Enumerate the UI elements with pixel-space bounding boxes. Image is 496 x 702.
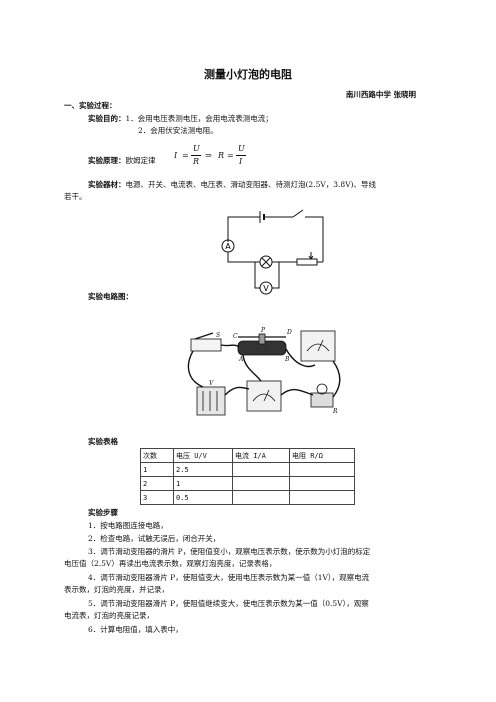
rheostat-slider-block <box>258 333 266 345</box>
fraction-bar-2 <box>236 155 246 156</box>
wire-top-right <box>305 216 324 262</box>
wire-5 <box>285 348 316 368</box>
formula-eq-2: = <box>227 151 234 160</box>
voltmeter-box <box>300 330 336 362</box>
step-2: 2．检查电路，试触无误后，闭合开关， <box>88 534 221 543</box>
ohm-formula: I = U R ⇒ R = U I <box>174 144 254 168</box>
table-header-row: 次数 电压 U/V 电流 I/A 电阻 R/Ω <box>140 448 355 463</box>
table-cell: 0.5 <box>173 490 233 505</box>
wire-2 <box>220 344 240 348</box>
wire-top-left <box>227 216 260 242</box>
table-cell: 3 <box>140 490 174 505</box>
wire-7 <box>242 354 262 382</box>
step-4-line-1: 4．调节滑动变阻器滑片 P，使阻值变大，使用电压表示数为某一值（1V），观察电流 <box>88 573 370 582</box>
ammeter-box <box>246 380 282 412</box>
label-p: P <box>260 327 266 334</box>
table-cell <box>232 462 290 477</box>
voltmeter-scale <box>306 343 330 352</box>
equipment-line-1: 实验器材：电源、开关、电流表、电压表、滑动变阻器、待测灯泡(2.5V，3.8V)… <box>88 180 376 190</box>
section-heading: 一、实验过程： <box>64 101 117 110</box>
table-cell: 1 <box>173 476 233 491</box>
battery-box <box>196 386 226 416</box>
ammeter-needle <box>263 389 270 402</box>
principle-text: 欧姆定律 <box>125 156 156 165</box>
data-table: 次数 电压 U/V 电流 I/A 电阻 R/Ω 1 2.5 2 1 3 0.5 <box>140 448 355 505</box>
formula-u-1: U <box>193 144 200 153</box>
table-row: 2 1 <box>140 476 355 491</box>
fraction-bar-1 <box>191 155 201 156</box>
voltmeter-symbol: V <box>263 284 269 293</box>
formula-arrow: ⇒ <box>205 151 212 160</box>
table-header-cell: 电压 U/V <box>173 448 233 463</box>
step-3-line-1: 3．调节滑动变阻器的滑片 P，使阻值变小，观察电压表示数，使示数为小灯泡的标定 <box>88 547 371 556</box>
steps-label: 实验步骤 <box>88 508 118 517</box>
equipment-text-1: 电源、开关、电流表、电压表、滑动变阻器、待测灯泡(2.5V，3.8V)、导线 <box>125 180 377 189</box>
label-c: C <box>233 333 238 340</box>
purpose-label: 实验目的： <box>88 114 126 123</box>
switch-base <box>190 338 222 352</box>
table-cell <box>289 476 355 491</box>
step-1: 1．按电路图连接电路， <box>88 521 168 530</box>
purpose-text-2: 2．会用伏安法测电阻。 <box>138 126 218 135</box>
formula-eq-1: = <box>182 151 189 160</box>
table-cell <box>289 490 355 505</box>
label-r: R <box>332 408 338 415</box>
page-title: 测量小灯泡的电阻 <box>204 68 292 81</box>
table-header-cell: 电阻 R/Ω <box>289 448 355 463</box>
author-line: 南川西路中学 张晓明 <box>345 90 416 99</box>
table-label: 实验表格 <box>88 437 118 446</box>
purpose-line-1: 实验目的：1．会用电压表测电压，会用电流表测电流； <box>88 114 273 124</box>
purpose-text-1: 1．会用电压表测电压，会用电流表测电流； <box>125 114 273 123</box>
lamp-bulb <box>316 383 328 395</box>
formula-r-2: R <box>218 151 225 160</box>
table-cell <box>232 476 290 491</box>
step-5-line-2: 电流表，灯泡的亮度记录， <box>64 611 154 620</box>
wire-3 <box>224 386 250 396</box>
principle-line: 实验原理：欧姆定律 <box>88 156 156 166</box>
circuit-diagram: A V <box>221 209 324 295</box>
formula-i-2: I <box>239 157 243 166</box>
table-header-cell: 次数 <box>140 448 174 463</box>
step-3-line-2: 电压值（2.5V）再读出电流表示数，观察灯泡亮度，记录表格， <box>64 559 277 568</box>
table-cell: 1 <box>140 462 174 477</box>
label-s: S <box>216 332 220 339</box>
lamp-cross-2 <box>261 257 271 267</box>
voltmeter-needle <box>317 339 324 352</box>
table-cell <box>289 462 355 477</box>
wire-4 <box>280 388 314 396</box>
table-row: 1 2.5 <box>140 462 355 477</box>
step-5-line-1: 5．调节滑动变阻器滑片 P，使阻值继续变大，使电压表示数为某一值（0.5V），观… <box>88 599 369 608</box>
table-cell: 2.5 <box>173 462 233 477</box>
label-d: D <box>286 329 292 336</box>
step-4-line-2: 表示数，灯泡的亮度，并记录， <box>64 585 169 594</box>
wire-left-bottom <box>227 252 260 263</box>
table-cell <box>232 490 290 505</box>
switch-blade <box>292 209 304 218</box>
step-6: 6．计算电阻值，填入表中， <box>88 625 183 634</box>
table-cell: 2 <box>140 476 174 491</box>
wire-6 <box>332 360 341 398</box>
lamp-base <box>310 392 334 408</box>
formula-r-1: R <box>193 157 200 166</box>
rheostat-arrow <box>308 255 314 260</box>
switch-lever <box>194 332 214 340</box>
wire-voltmeter-left <box>254 262 260 289</box>
wire-1 <box>187 350 204 388</box>
apparatus-photo: S C P D A B R V <box>187 327 341 416</box>
principle-label: 实验原理： <box>88 156 126 165</box>
label-a: A <box>238 356 244 363</box>
circuit-label: 实验电路图： <box>88 292 133 301</box>
table-row: 3 0.5 <box>140 490 355 505</box>
ammeter-scale <box>252 393 276 402</box>
table-header-cell: 电流 I/A <box>232 448 290 463</box>
wire-voltmeter-right <box>272 262 280 289</box>
label-b: B <box>284 356 290 363</box>
rheostat-body <box>296 258 318 266</box>
formula-u-2: U <box>238 144 245 153</box>
equipment-label: 实验器材： <box>88 180 126 189</box>
label-v: V <box>209 380 214 387</box>
equipment-text-2: 若干。 <box>64 192 87 201</box>
ammeter-symbol: A <box>225 242 231 251</box>
formula-i: I <box>174 151 178 160</box>
